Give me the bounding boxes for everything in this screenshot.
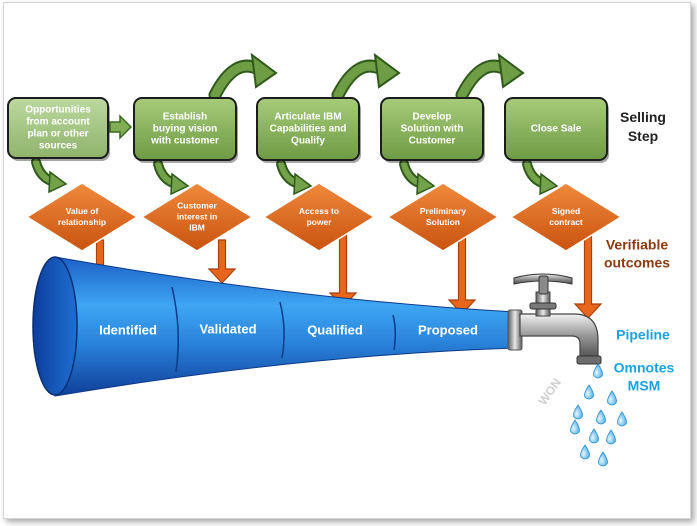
outcome-label-line: IBM xyxy=(189,222,205,232)
outcome-arrow-4 xyxy=(447,233,477,315)
outcome-arrow-5 xyxy=(573,233,603,319)
selling-step-label-line: Customer xyxy=(409,136,456,147)
selling-step-label-line: Articulate IBM xyxy=(274,112,341,123)
pipeline-segment-label: Qualified xyxy=(307,322,363,337)
water-drop-icon xyxy=(589,428,599,444)
outcome-label-line: contract xyxy=(549,217,583,227)
outcome-label-line: interest in xyxy=(177,211,218,221)
outcome-label-line: Signed xyxy=(552,206,580,216)
won-watermark: WON xyxy=(536,376,564,408)
selling-step-box: Close Sale xyxy=(504,97,609,163)
pipeline-segment-label: Proposed xyxy=(418,322,478,337)
water-drop-icon xyxy=(570,419,580,435)
selling-step-label-line: buying vision xyxy=(153,124,217,135)
outcome-arrow-2 xyxy=(207,239,237,284)
green-diag-arrow-3 xyxy=(276,159,313,196)
curved-arrow-2 xyxy=(331,52,401,102)
water-drop-icon xyxy=(606,429,616,445)
selling-step-label-line: Establish xyxy=(163,112,207,123)
selling-step-heading-line: Step xyxy=(628,128,658,144)
water-drop-icon xyxy=(607,390,617,406)
water-drop-icon xyxy=(598,451,608,467)
pipeline-divider xyxy=(171,286,179,373)
outcome-label-line: Preliminary xyxy=(420,206,467,216)
water-drop-icon xyxy=(617,411,627,427)
selling-step-label-line: Close Sale xyxy=(531,124,582,135)
funnel-mouth xyxy=(32,256,78,396)
pipeline-segment-label: Validated xyxy=(199,321,256,336)
water-drop-icon xyxy=(573,404,583,420)
pipeline-heading: Pipeline xyxy=(616,327,670,343)
selling-step-label-line: sources xyxy=(39,141,78,152)
right-arrow-1 xyxy=(109,114,133,140)
verifiable-outcomes-heading: Verifiable outcomes xyxy=(604,237,670,271)
selling-step-label-line: Opportunities xyxy=(25,105,91,116)
outcome-label-line: Solution xyxy=(426,217,460,227)
tools-heading-line: Omnotes xyxy=(614,360,675,376)
selling-step-heading-line: Selling xyxy=(620,109,666,125)
selling-step-label-line: Develop xyxy=(413,112,452,123)
verifiable-outcomes-heading-line: Verifiable xyxy=(606,237,668,253)
curved-arrow-1 xyxy=(208,52,278,102)
outcome-label-line: power xyxy=(306,217,332,227)
pipeline-divider xyxy=(279,301,285,359)
outcome-label-line: Value of xyxy=(66,206,99,216)
water-drop-icon xyxy=(580,444,590,460)
green-diag-arrow-4 xyxy=(399,159,436,196)
selling-step-label-line: Solution with xyxy=(401,124,464,135)
outcome-label-line: relationship xyxy=(58,217,106,227)
selling-step-label-line: Capabilities and xyxy=(270,124,347,135)
selling-step-label-line: from account xyxy=(26,117,90,128)
green-diag-arrow-2 xyxy=(153,159,190,196)
green-diag-arrow-1 xyxy=(31,157,68,194)
selling-step-label-line: with customer xyxy=(150,136,219,147)
verifiable-outcomes-heading-line: outcomes xyxy=(604,255,670,271)
curved-arrow-3 xyxy=(455,52,525,102)
water-drop-icon xyxy=(596,409,606,425)
outcome-label-line: Access to xyxy=(299,206,339,216)
selling-step-label-line: plan or other xyxy=(27,129,88,140)
selling-step-label-line: Qualify xyxy=(291,136,325,147)
selling-step-label: Close Sale xyxy=(531,124,582,135)
outcome-arrow-3 xyxy=(328,233,358,308)
outcome-label-line: Customer xyxy=(177,200,217,210)
pipeline-divider xyxy=(392,314,397,351)
water-drops xyxy=(570,363,627,467)
water-drop-icon xyxy=(593,363,603,379)
green-diag-arrow-5 xyxy=(522,159,559,196)
pipeline-funnel xyxy=(32,256,516,397)
faucet-tap xyxy=(507,273,602,365)
water-drop-icon xyxy=(584,384,594,400)
pipeline-segment-label: Identified xyxy=(99,322,157,337)
tools-heading-line: MSM xyxy=(628,378,661,394)
